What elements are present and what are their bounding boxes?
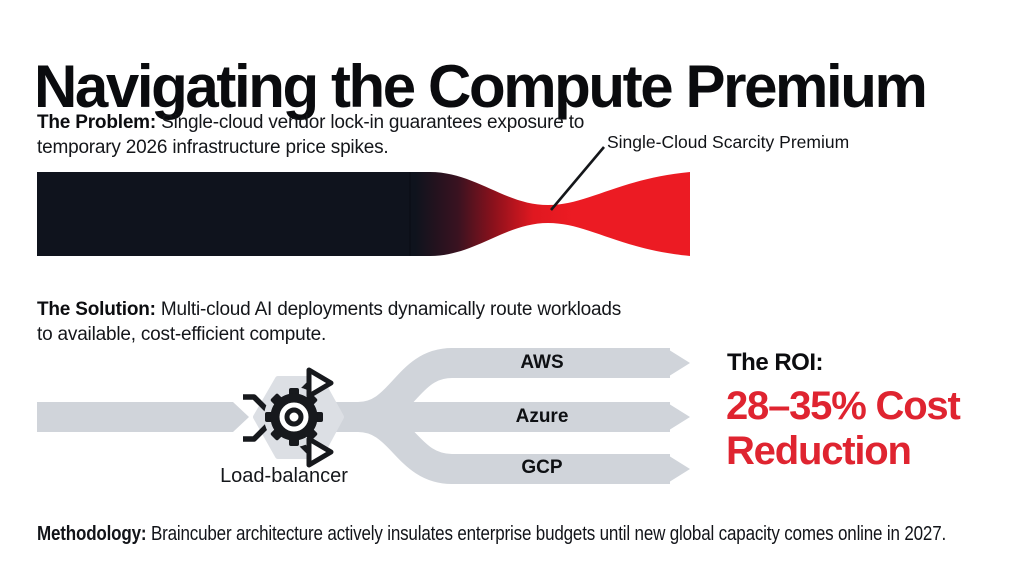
split-arrowheads xyxy=(306,367,334,468)
methodology-text: Braincuber architecture actively insulat… xyxy=(150,523,947,545)
gear-icon xyxy=(265,388,323,446)
page-title: Navigating the Compute Premium xyxy=(34,53,928,121)
roi-heading: The ROI: xyxy=(727,349,824,376)
branch-label-gcp: GCP xyxy=(521,457,563,478)
methodology-note: Methodology: Braincuber architecture act… xyxy=(37,521,1023,547)
solution-text-line2: to available, cost-efficient compute. xyxy=(37,324,327,345)
methodology-label: Methodology: xyxy=(37,523,147,545)
fork-branches xyxy=(336,348,670,484)
problem-text-line2: temporary 2026 infrastructure price spik… xyxy=(37,137,389,158)
load-balancer-label: Load-balancer xyxy=(220,465,348,487)
scarcity-pinch-bar xyxy=(37,172,690,256)
load-balancer-icon xyxy=(243,367,344,468)
branch-label-azure: Azure xyxy=(515,406,569,427)
problem-text-line1: Single-cloud vendor lock-in guarantees e… xyxy=(161,112,585,133)
solution-label: The Solution: xyxy=(37,299,156,320)
callout-line xyxy=(550,146,605,211)
branch-arrow-tips xyxy=(666,348,690,484)
incoming-arrow xyxy=(37,402,249,432)
solution-statement: The Solution: Multi-cloud AI deployments… xyxy=(37,297,657,347)
problem-statement: The Problem: Single-cloud vendor lock-in… xyxy=(37,110,597,160)
roi-value-line1: 28–35% Cost xyxy=(726,384,961,428)
scarcity-premium-label: Single-Cloud Scarcity Premium xyxy=(607,132,850,152)
problem-label: The Problem: xyxy=(37,112,157,133)
branch-label-aws: AWS xyxy=(520,352,564,373)
roi-value-line2: Reduction xyxy=(726,429,912,473)
solution-text-line1: Multi-cloud AI deployments dynamically r… xyxy=(160,299,622,320)
